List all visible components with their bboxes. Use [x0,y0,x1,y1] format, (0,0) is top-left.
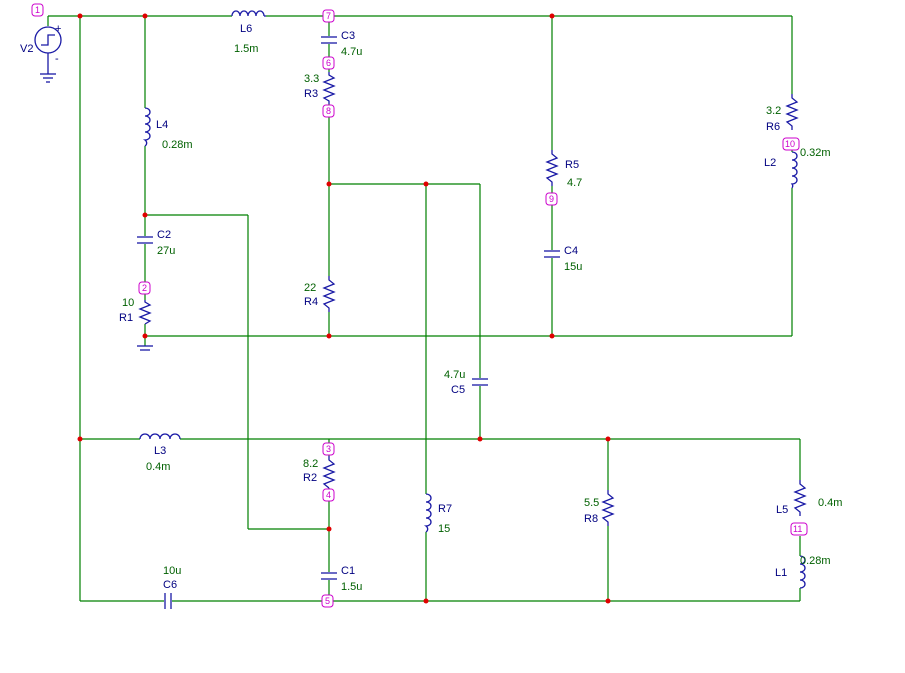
node-2: 2 [138,281,151,295]
inductor-l5[interactable]: R7 15 [423,493,452,535]
node-8: 8 [322,104,335,118]
resistor-r3[interactable]: 3.3 R3 [304,72,336,104]
label-r3: R3 [304,88,318,100]
value-c4: 15u [564,261,582,273]
label-v2: V2 [20,43,33,55]
resistor-r4[interactable]: 22 R4 [304,276,336,312]
value-c3: 4.7u [341,46,362,58]
value-r1: 10 [122,297,134,309]
label-c6: C6 [163,579,177,591]
value-l3: 0.4m [146,461,170,473]
svg-text:8: 8 [326,106,331,116]
node-3: 3 [322,442,335,456]
node-9: 9 [545,192,558,206]
node-6: 6 [322,56,335,70]
node-4: 4 [322,488,335,502]
svg-text:4: 4 [326,490,331,500]
value-r6: 3.2 [766,105,781,117]
value-l2: 0.32m [800,147,831,159]
value-c1: 1.5u [341,581,362,593]
capacitor-c3[interactable]: C3 4.7u [321,30,362,58]
label-l1: L1 [775,567,787,579]
junction-dots [77,13,611,604]
inductor-l1[interactable]: L1 0.28m [775,555,831,589]
label-l3: L3 [154,445,166,457]
svg-text:7: 7 [326,11,331,21]
svg-text:3: 3 [326,444,331,454]
svg-text:10: 10 [785,139,795,149]
label-r4: R4 [304,296,318,308]
node-10: 10 [782,137,800,151]
label-c3: C3 [341,30,355,42]
value-c5: 4.7u [444,369,465,381]
label-l6: L6 [240,23,252,35]
resistor-r8[interactable]: L5 0.4m [776,480,842,516]
label-c2: C2 [157,229,171,241]
value-l4: 0.28m [162,139,193,151]
inductor-l2[interactable]: L2 0.32m [764,147,831,189]
label-c5: C5 [451,384,465,396]
resistor-r7[interactable]: 5.5 R8 [584,490,615,526]
ground-symbol [137,345,153,351]
inductor-l4[interactable]: L4 0.28m [142,107,193,151]
value-r2: 8.2 [303,458,318,470]
label-r8: L5 [776,504,788,516]
label-r1: R1 [119,312,133,324]
value-l1: 0.28m [800,555,831,567]
resistor-r6[interactable]: 3.2 R6 [766,94,799,133]
capacitor-c1[interactable]: C1 1.5u [321,565,362,593]
value-r3: 3.3 [304,73,319,85]
label-r6: R6 [766,121,780,133]
value-r7: 5.5 [584,497,599,509]
node-5: 5 [321,594,334,608]
label-c1: C1 [341,565,355,577]
svg-text:-: - [55,53,59,65]
label-r2: R2 [303,472,317,484]
label-l4: L4 [156,119,168,131]
svg-text:+: + [55,23,61,35]
wires [47,15,801,602]
value-c6: 10u [163,565,181,577]
value-l5: 15 [438,523,450,535]
svg-text:9: 9 [549,194,554,204]
capacitor-c4[interactable]: C4 15u [544,245,582,273]
node-1: 1 [31,3,44,17]
node-11: 11 [790,522,808,536]
resistor-r5[interactable]: R5 4.7 [545,150,582,189]
label-r7: R8 [584,513,598,525]
capacitor-c5[interactable]: 4.7u C5 [444,369,488,396]
value-r8: 0.4m [818,497,842,509]
label-r5: R5 [565,159,579,171]
inductor-l3[interactable]: L3 0.4m [139,433,181,473]
svg-text:11: 11 [793,524,802,534]
capacitor-c6[interactable]: 10u C6 [163,565,181,609]
svg-text:2: 2 [142,283,147,293]
resistor-r2[interactable]: 8.2 R2 [303,456,336,489]
node-7: 7 [322,9,335,23]
capacitor-c2[interactable]: C2 27u [137,229,175,257]
label-l2: L2 [764,157,776,169]
inductor-l6[interactable]: L6 1.5m [231,10,266,55]
resistor-r1[interactable]: 10 R1 [119,297,152,325]
svg-text:6: 6 [326,58,331,68]
value-c2: 27u [157,245,175,257]
value-l6: 1.5m [234,43,258,55]
svg-text:1: 1 [35,5,40,15]
value-r4: 22 [304,282,316,294]
svg-text:5: 5 [325,596,330,606]
value-r5: 4.7 [567,177,582,189]
label-l5: R7 [438,503,452,515]
voltage-source-v2[interactable]: + - V2 [20,23,62,83]
label-c4: C4 [564,245,578,257]
